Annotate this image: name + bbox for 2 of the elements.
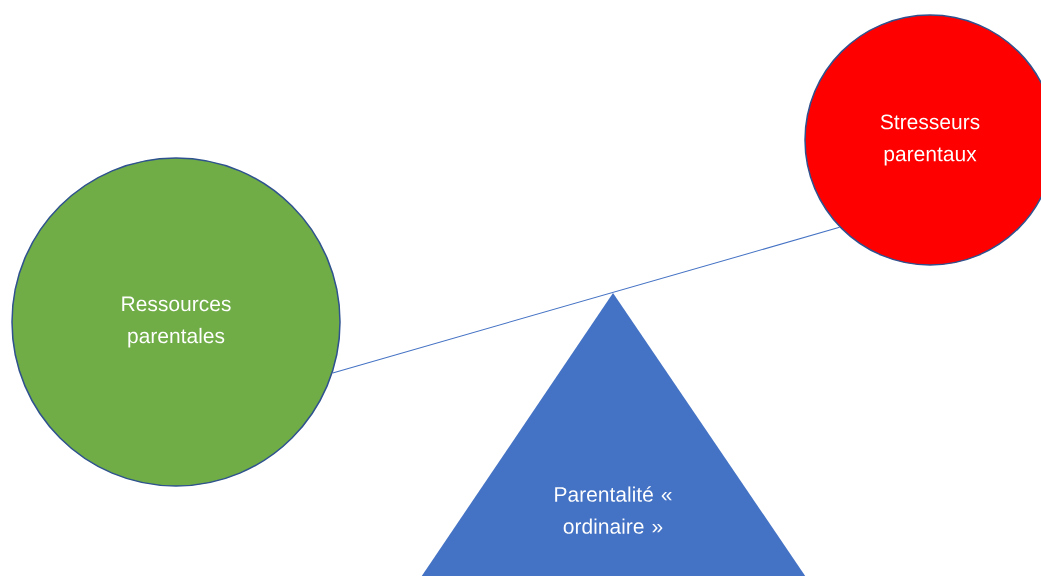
triangle: Parentalité « ordinaire » bbox=[415, 293, 812, 576]
lever-line bbox=[332, 226, 841, 374]
